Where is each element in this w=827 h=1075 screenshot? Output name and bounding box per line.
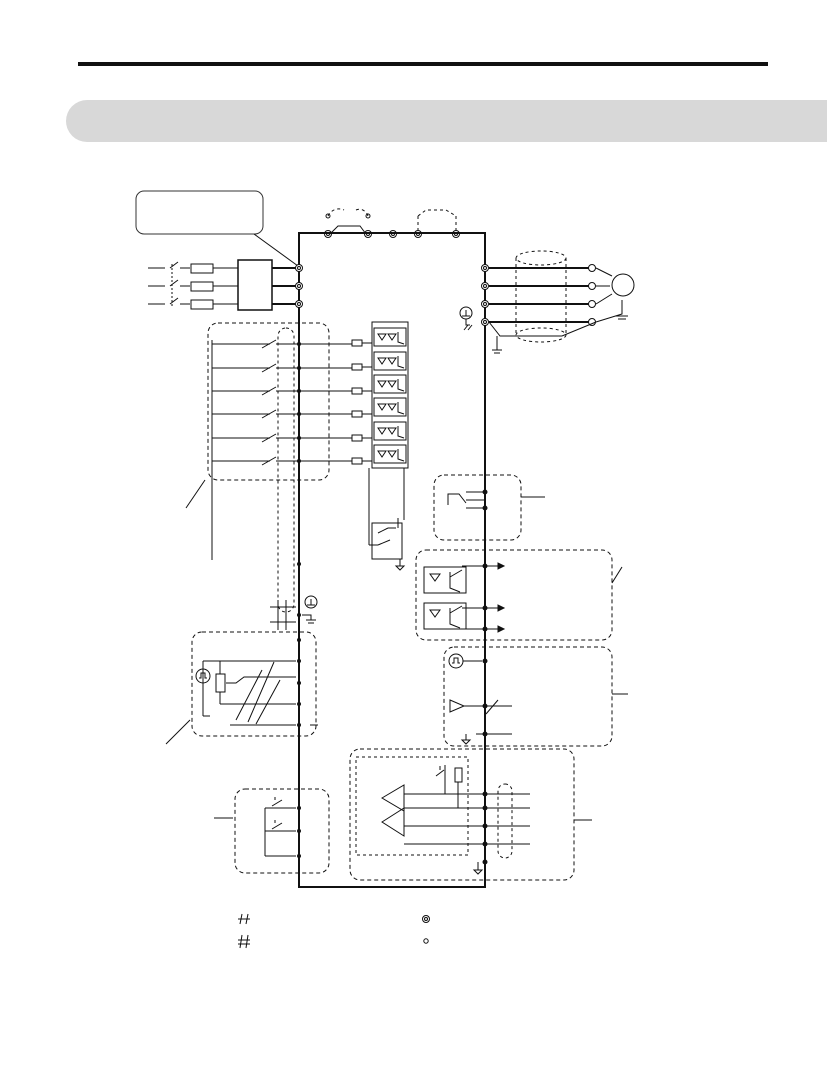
shielded-line-icon xyxy=(238,913,250,925)
input-selector-switch xyxy=(369,518,406,571)
section-banner xyxy=(66,100,827,142)
drive-enclosure xyxy=(298,232,486,888)
analog-input-group xyxy=(165,631,318,745)
communication-group xyxy=(349,748,592,881)
monitor-output-group xyxy=(443,646,628,747)
main-terminal-icon xyxy=(422,915,430,923)
opto-input-stack xyxy=(351,321,409,545)
dc-bus-terminals xyxy=(324,208,460,238)
header-rule xyxy=(78,62,768,66)
left-terminal-dots xyxy=(297,342,301,858)
control-terminal-icon xyxy=(423,938,429,944)
motor-output xyxy=(459,250,635,354)
digital-input-group xyxy=(185,322,352,613)
legend xyxy=(238,913,430,949)
callout-box xyxy=(135,190,299,267)
relay-output-group xyxy=(433,474,545,541)
safety-input-group xyxy=(214,788,330,874)
photocoupler-output-group xyxy=(415,549,623,641)
shield-ground xyxy=(270,595,318,630)
input-power xyxy=(148,259,303,311)
twisted-pair-icon xyxy=(238,934,250,949)
